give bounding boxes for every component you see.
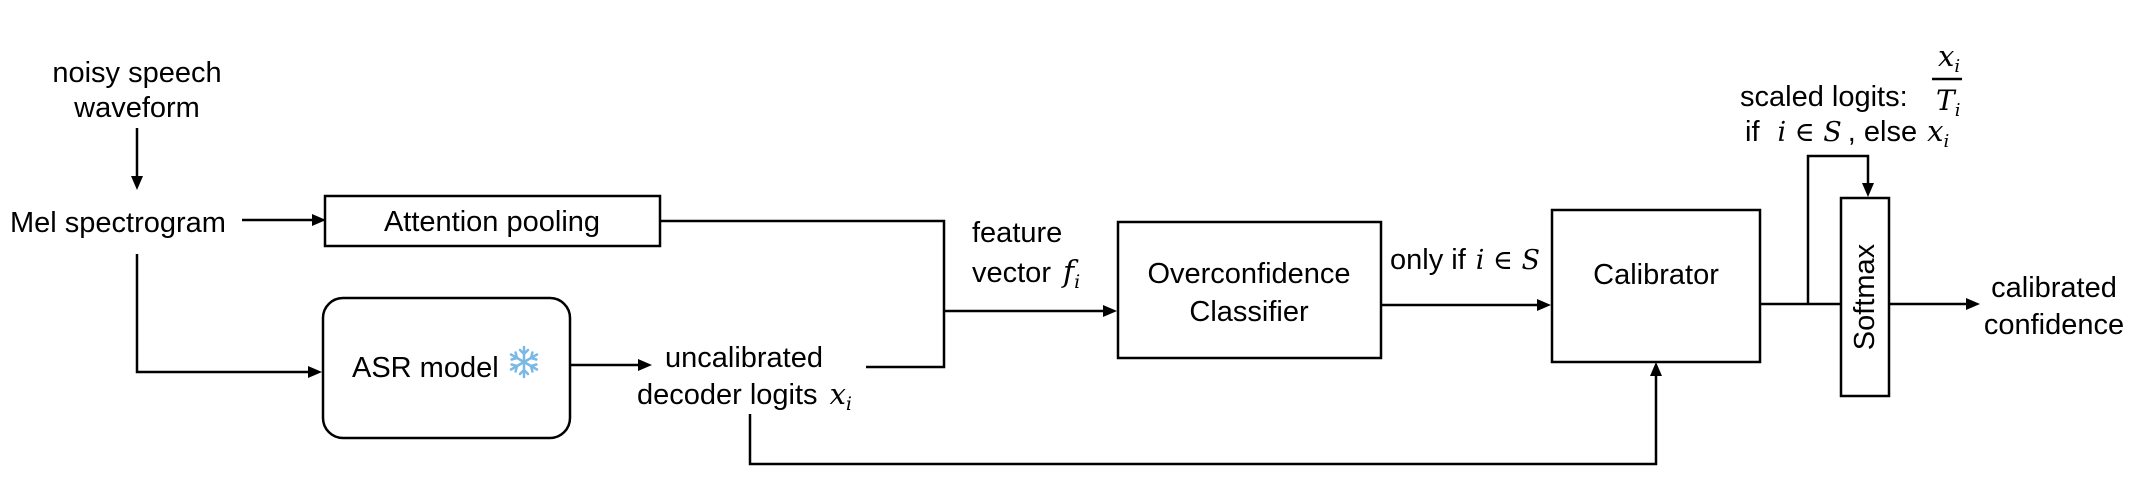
feature-merge-lines [660, 219, 1117, 369]
calibrated-confidence-line1: calibrated [1991, 272, 2117, 304]
noisy-speech-label-line2: waveform [73, 92, 200, 124]
attention-pooling-block: Attention pooling [323, 194, 662, 248]
feature-label-line1: feature [972, 217, 1062, 249]
uncalibrated-label-line2: decoder logits xi [637, 377, 852, 415]
fraction-denominator: Ti [1936, 84, 1960, 121]
waveform-to-mel-arrow [131, 128, 143, 190]
overconfidence-label-line1: Overconfidence [1147, 258, 1350, 290]
attention-pooling-label: Attention pooling [384, 206, 600, 238]
fraction-numerator: xi [1938, 39, 1960, 77]
calibrator-to-softmax-lines [1760, 154, 1874, 306]
only-if-condition-label: only if i ∈ S [1390, 244, 1540, 276]
feature-label-line2: vector fi [972, 255, 1080, 293]
scaled-logits-condition: if i ∈ S , else xi [1745, 114, 1949, 152]
calibrator-block: Calibrator [1550, 208, 1762, 364]
logits-variable: x [830, 377, 846, 411]
mel-spectrogram-label: Mel spectrogram [10, 207, 226, 239]
softmax-label: Softmax [1849, 243, 1881, 350]
mel-to-attention-arrow [242, 214, 326, 226]
softmax-to-output-arrow [1889, 298, 1980, 310]
logits-to-calibrator-arrow [748, 362, 1662, 466]
asr-to-logits-arrow [571, 359, 652, 371]
softmax-block: Softmax [1839, 196, 1891, 398]
overconfidence-label-line2: Classifier [1189, 296, 1309, 328]
overconfidence-classifier-block: Overconfidence Classifier [1116, 220, 1383, 360]
classifier-to-calibrator-arrow [1381, 299, 1551, 311]
scaled-logits-fraction: xi Ti [1932, 39, 1962, 121]
asr-model-label: ASR model [352, 352, 499, 384]
snowflake-icon [509, 345, 539, 379]
logits-subscript: i [846, 393, 852, 415]
feature-subscript: i [1074, 271, 1080, 293]
calibrator-label: Calibrator [1593, 259, 1719, 291]
scaled-logits-label: scaled logits: [1740, 81, 1908, 113]
mel-to-asr-arrow [135, 254, 322, 378]
calibrated-confidence-line2: confidence [1984, 309, 2124, 341]
only-if-expression: i ∈ S [1476, 245, 1540, 276]
noisy-speech-label-line1: noisy speech [52, 57, 221, 89]
uncalibrated-label-line1: uncalibrated [665, 342, 823, 374]
asr-model-block: ASR model [321, 296, 572, 440]
